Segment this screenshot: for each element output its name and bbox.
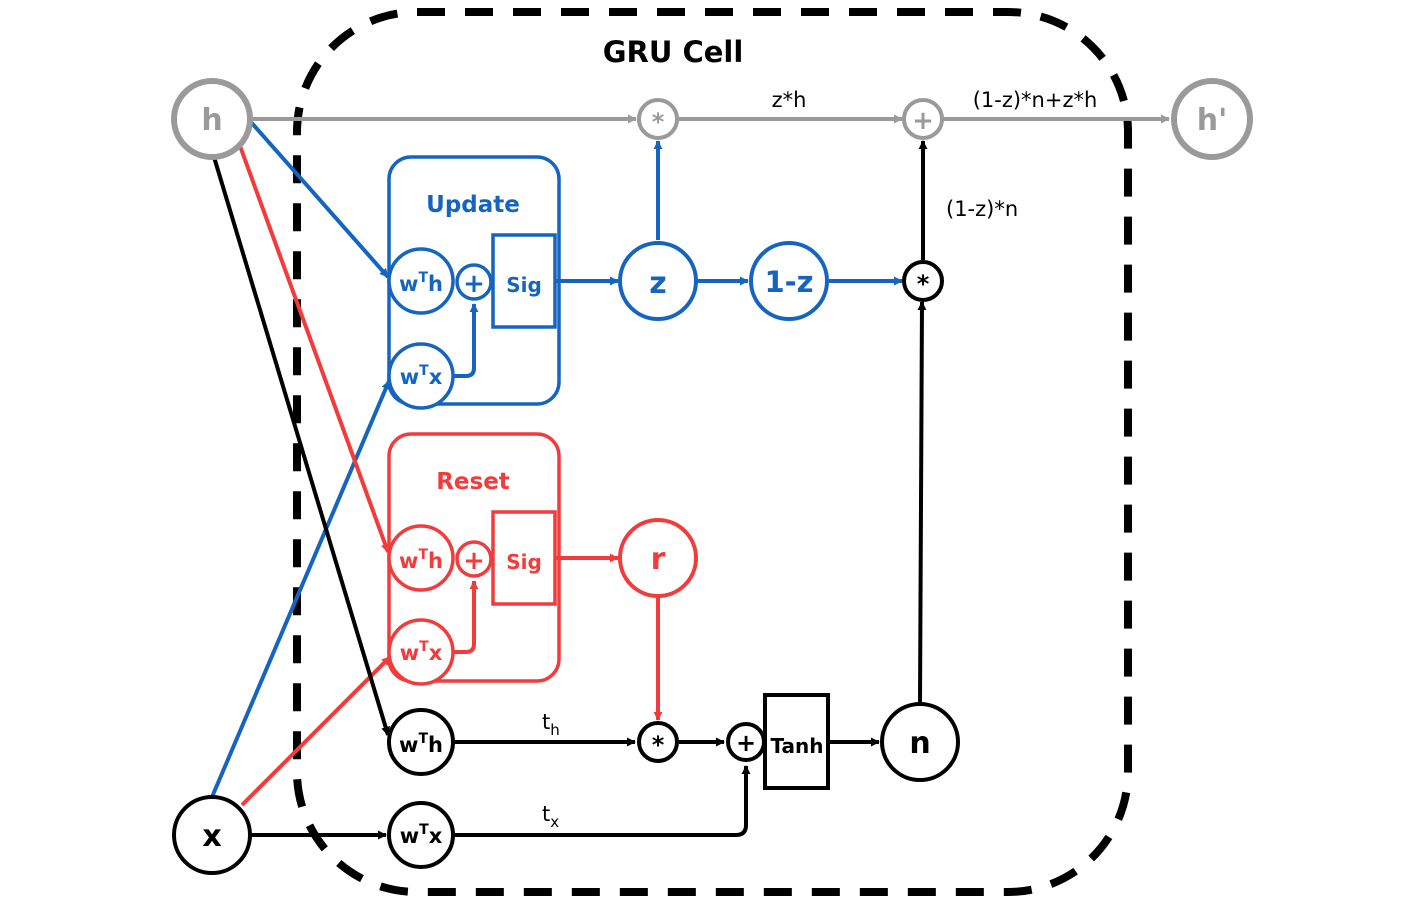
reset-sig-box [491,510,557,606]
edge-candidate-wx-to-plus [454,765,751,837]
reset-gate-edges [238,145,663,807]
update-wx-label: wTx [400,363,443,389]
update-sig-box [491,233,557,329]
edge-h-to-candidate-wh [212,156,390,736]
h-output-node [1171,78,1253,160]
update-gate-title: Update [426,192,520,218]
r-node [618,518,698,598]
candidate-mult-label: * [652,731,665,759]
candidate-wx-node [387,801,455,869]
r-label: r [651,542,666,577]
candidate-wx-label: wTx [400,822,443,848]
mult-zh-node [637,98,679,140]
reset-gate: Reset wTh wTx + Sig [387,432,561,686]
one-minus-z-label: 1-z [764,265,813,299]
edge-reset-wx-to-plus [453,580,479,654]
update-plus-node [455,263,493,301]
edge-label-out: (1-z)*n+z*h [973,88,1098,112]
x-input-node [172,795,252,875]
reset-gate-title: Reset [436,469,510,495]
n-node [880,702,960,782]
one-minus-z-node [749,241,829,321]
edge-label-th: th [542,710,560,739]
reset-plus-node [455,540,493,578]
tanh-box [763,693,830,790]
plus-out-node [902,98,944,140]
update-gate: Update wTh wTx + Sig [387,155,561,410]
reset-sig-label: Sig [506,550,542,574]
update-sig-label: Sig [506,273,542,297]
reset-plus-label: + [463,546,485,576]
h-input-label: h [201,103,222,138]
mult-zh-label: * [652,108,665,136]
edge-label-tx: tx [542,802,559,831]
candidate-plus-label: + [736,729,756,757]
edge-label-zn: (1-z)*n [946,197,1018,221]
edge-label-zh: z*h [772,88,807,112]
update-wh-label: wTh [399,270,443,296]
z-node [618,241,698,321]
update-gate-edges [210,119,903,798]
h-input-node [171,78,253,160]
edge-x-to-update-wx [210,380,391,798]
update-wh-node [387,247,455,315]
plus-out-label: + [912,106,934,136]
reset-wh-node [387,524,455,592]
edge-x-to-reset-wx [240,655,392,807]
update-wx-node [387,342,455,410]
candidate-mult-node [637,721,679,763]
candidate-wh-label: wTh [399,731,443,757]
mult-n-label: * [917,270,930,298]
edge-n-to-mult [917,301,927,704]
candidate-wh-node [387,708,455,776]
gru-cell-boundary [293,8,1132,896]
edge-h-to-update-wh [248,119,390,279]
edge-h-to-reset-wh [238,145,390,553]
z-label: z [649,266,666,301]
n-label: n [909,726,930,761]
update-plus-label: + [463,269,485,299]
mult-n-node [902,260,944,302]
edge-update-wx-to-plus [453,303,479,378]
reset-wh-label: wTh [399,547,443,573]
h-output-label: h' [1197,103,1228,138]
reset-wx-node [387,618,455,686]
x-input-label: x [202,819,221,854]
candidate-edges [212,140,928,840]
reset-wx-label: wTx [400,639,443,665]
tanh-label: Tanh [770,734,823,758]
diagram-title: GRU Cell [603,35,744,69]
